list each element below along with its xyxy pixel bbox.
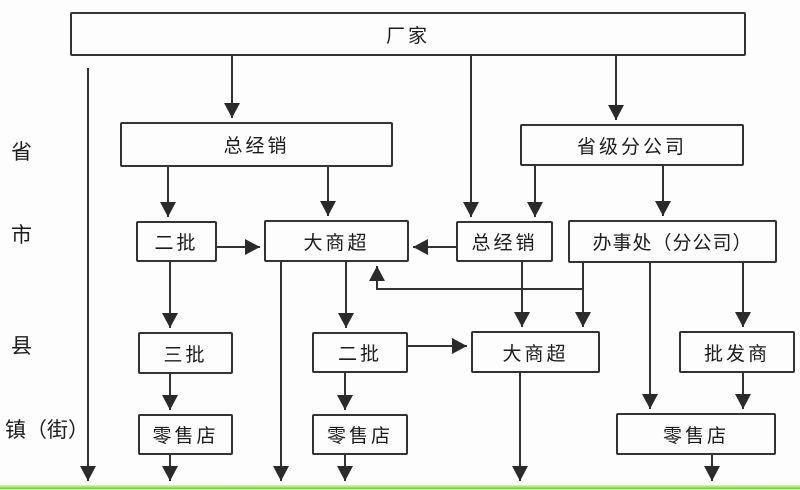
region-label-county: 县 bbox=[11, 335, 33, 358]
region-label-town: 镇（街） bbox=[5, 419, 89, 442]
node-wholesaler: 批发商 bbox=[679, 331, 795, 373]
node-second-tier-lower: 二批 bbox=[312, 332, 408, 373]
node-retail-mid: 零售店 bbox=[312, 414, 408, 455]
node-second-tier-upper: 二批 bbox=[136, 221, 217, 262]
node-third-tier: 三批 bbox=[138, 332, 233, 374]
bottom-green-line bbox=[0, 485, 800, 489]
region-label-city: 市 bbox=[11, 224, 33, 247]
node-factory: 厂家 bbox=[70, 12, 746, 56]
node-retail-right: 零售店 bbox=[616, 413, 776, 455]
node-general-distributor-city: 总经销 bbox=[456, 221, 553, 262]
edge-office-branch-to-big-supermarket-upper bbox=[369, 266, 583, 290]
node-retail-left: 零售店 bbox=[138, 414, 233, 455]
node-provincial-branch: 省级分公司 bbox=[520, 124, 744, 166]
node-big-supermarket-lower: 大商超 bbox=[471, 331, 600, 373]
region-label-province: 省 bbox=[11, 141, 33, 164]
node-big-supermarket-upper: 大商超 bbox=[264, 220, 409, 262]
node-office-branch: 办事处（分公司） bbox=[568, 220, 777, 263]
node-general-distributor-province: 总经销 bbox=[120, 122, 393, 167]
